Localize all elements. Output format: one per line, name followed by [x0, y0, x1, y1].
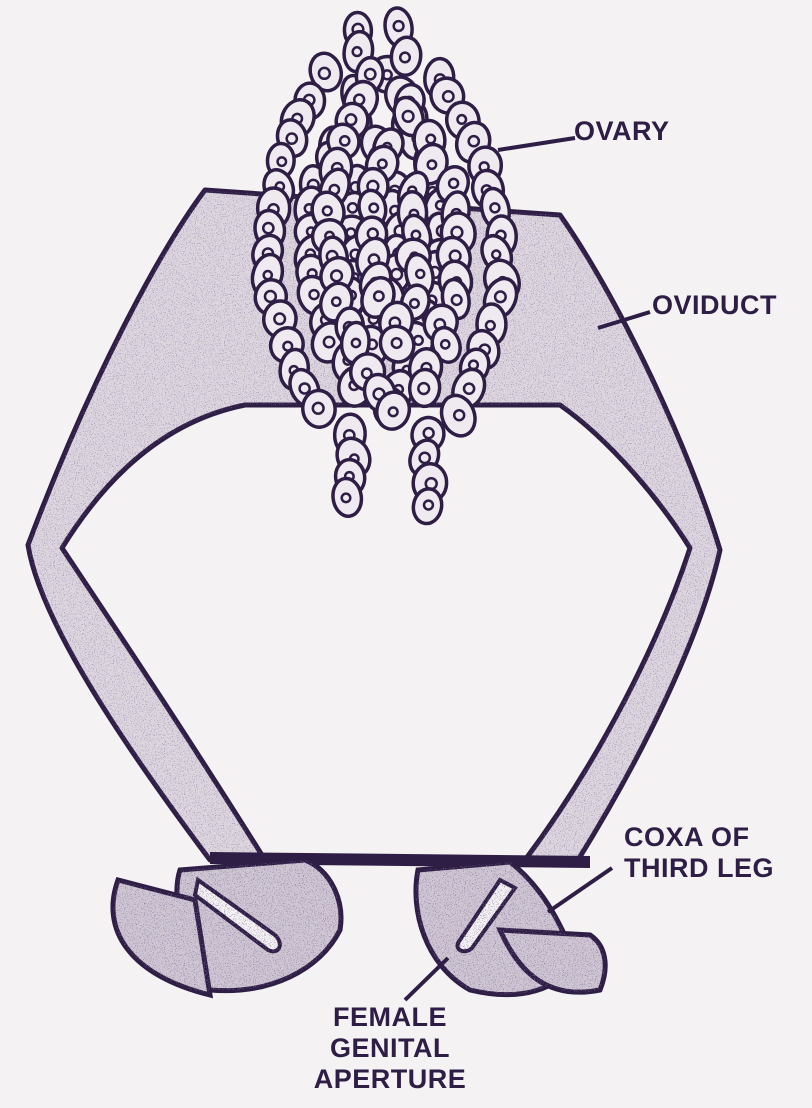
coxa-leader-line [548, 868, 612, 912]
genital-label-line1: FEMALE [300, 1002, 480, 1033]
female-genital-aperture-label: FEMALE GENITAL APERTURE [300, 1002, 480, 1095]
ovary-label: OVARY [574, 116, 670, 147]
aperture-leader-line [405, 958, 448, 1000]
coxa-label: COXA OF THIRD LEG [624, 822, 774, 884]
oocyte [409, 368, 441, 407]
genital-label-line2: GENITAL [300, 1033, 480, 1064]
oviduct-label: OVIDUCT [652, 290, 777, 321]
oviduct-label-text: OVIDUCT [652, 290, 777, 321]
coxa-label-line1: COXA OF [624, 822, 774, 853]
oocyte [301, 389, 337, 429]
genital-label-line3: APERTURE [300, 1064, 480, 1095]
ovary-label-text: OVARY [574, 116, 670, 147]
coxa-label-line2: THIRD LEG [624, 853, 774, 884]
ovary-leader-line [498, 138, 575, 150]
